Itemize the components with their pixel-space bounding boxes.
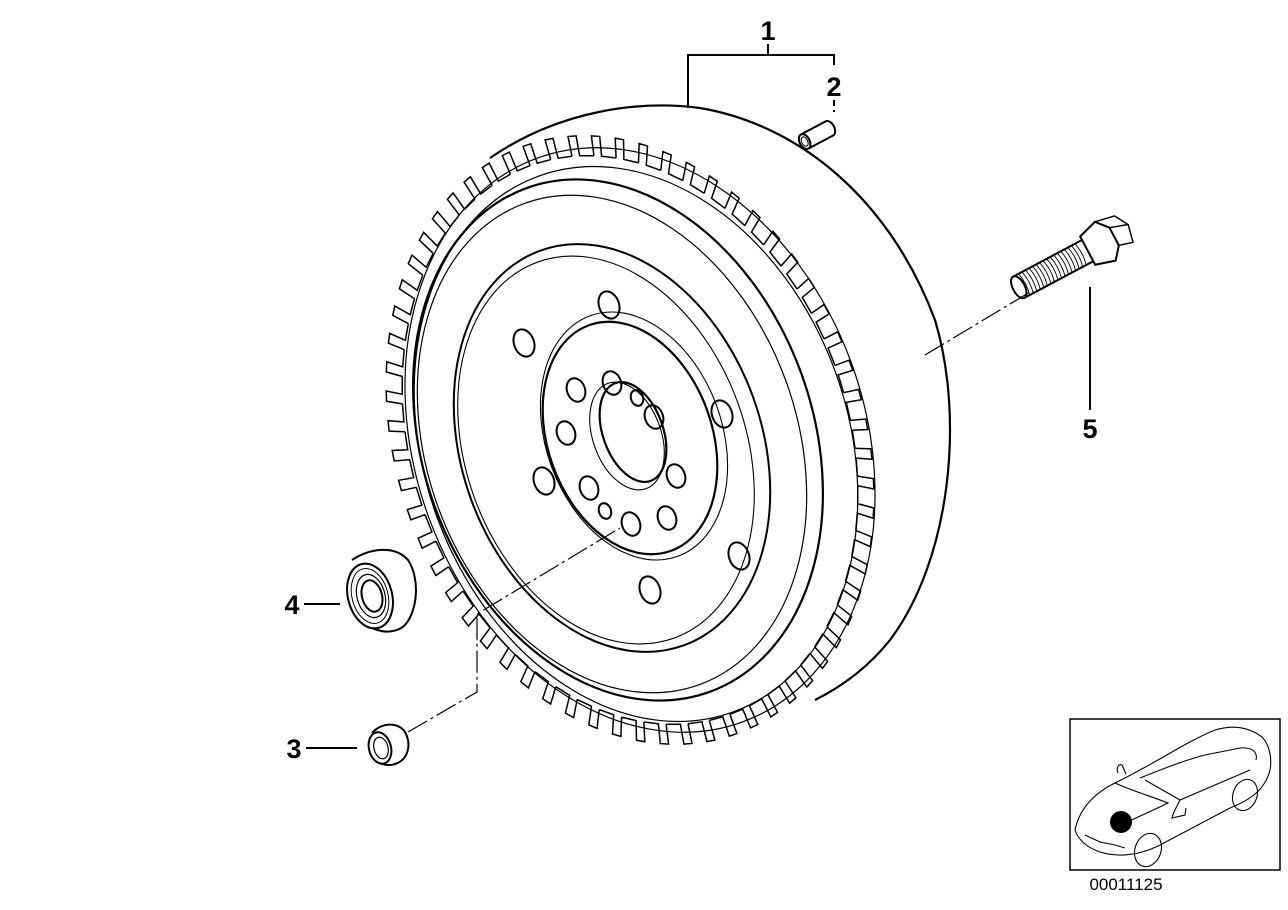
ring-gear-inner-band [413,165,859,723]
leader-lines [304,44,1091,749]
thread-line [1042,260,1055,282]
vehicle-locator-inset [1069,718,1281,871]
callout-1: 1 [760,16,775,46]
ring-gear-teeth [385,135,875,745]
flywheel-rim [489,104,952,701]
gear-tooth-profile [385,135,875,745]
callout-2: 2 [826,72,841,102]
hub-flange [541,320,719,556]
friction-face-inner [457,255,755,645]
callout-4: 4 [284,590,299,620]
center-bore [598,380,668,484]
ring-gear-band [404,147,876,733]
thread-line [1074,243,1087,266]
thread-line [1049,256,1062,279]
thread-line [1028,267,1041,290]
hub-outer-ring [539,311,729,561]
dowel-pin-end [797,133,812,151]
thread-line [1056,252,1070,275]
reference-number: 00011125 [1089,875,1162,894]
thread-line [1035,264,1048,286]
bush[interactable] [365,723,410,767]
flywheel-face-step [416,194,808,694]
hex-bolt[interactable] [1003,209,1140,310]
dowel-pin[interactable] [796,119,837,151]
friction-face [452,243,772,653]
thread-line [1071,245,1084,267]
outer-bolt-holes [512,290,751,605]
callout-5: 5 [1082,414,1097,444]
flywheel-face-edge [412,178,824,702]
thread-line [1018,273,1031,296]
bolt-head [1078,220,1120,266]
thread-line [1032,266,1045,288]
thread-line [1060,250,1073,273]
center-bore-chamfer [589,381,665,491]
flywheel[interactable] [326,81,954,799]
thread-line [1021,271,1034,294]
thread-line [1025,269,1038,292]
thread-line [1039,262,1052,284]
dowel-pin-chamfer [800,136,809,147]
callout-3: 3 [286,734,301,764]
location-marker [1110,811,1132,833]
bolt-threads [1018,243,1087,296]
locator-frame [1069,718,1281,871]
crank-bolt-holes [555,370,687,537]
thread-line [1046,258,1059,281]
ball-bearing[interactable] [340,548,417,634]
thread-line [1067,247,1080,269]
thread-line [1064,249,1077,271]
car-outline-icon [1074,726,1272,868]
thread-line [1053,254,1066,277]
